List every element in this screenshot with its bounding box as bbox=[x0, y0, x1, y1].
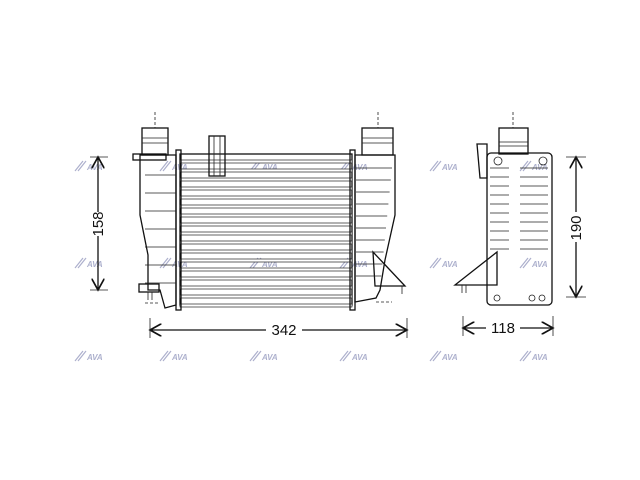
ava-watermark: AVA bbox=[159, 350, 188, 362]
ava-watermark: AVA bbox=[429, 350, 458, 362]
svg-text:AVA: AVA bbox=[351, 353, 368, 362]
ava-watermark: AVA bbox=[429, 257, 458, 269]
side-width-dimension: 118 bbox=[491, 320, 515, 337]
center-bracket bbox=[208, 135, 226, 177]
core-tube bbox=[179, 186, 353, 191]
core-tube bbox=[179, 177, 353, 182]
svg-text:AVA: AVA bbox=[531, 260, 548, 269]
side-pipe bbox=[498, 127, 529, 155]
svg-text:AVA: AVA bbox=[531, 353, 548, 362]
right-pipe bbox=[361, 127, 394, 156]
ava-watermark: AVA bbox=[339, 350, 368, 362]
ava-watermark: AVA bbox=[519, 160, 548, 172]
svg-text:AVA: AVA bbox=[261, 163, 278, 172]
side-view: 190 118 bbox=[453, 112, 586, 337]
core-tube bbox=[179, 294, 353, 299]
core-tube bbox=[179, 267, 353, 272]
core-tube bbox=[179, 303, 353, 308]
core-tube bbox=[179, 168, 353, 173]
core-fins bbox=[179, 153, 353, 306]
core-tube bbox=[179, 276, 353, 281]
ava-watermark: AVA bbox=[519, 257, 548, 269]
svg-text:AVA: AVA bbox=[86, 163, 103, 172]
ava-watermark: AVA bbox=[519, 350, 548, 362]
svg-text:AVA: AVA bbox=[261, 260, 278, 269]
svg-text:AVA: AVA bbox=[261, 353, 278, 362]
ava-watermark: AVA bbox=[74, 257, 103, 269]
core-tube bbox=[179, 240, 353, 245]
svg-text:AVA: AVA bbox=[441, 163, 458, 172]
left-pipe bbox=[141, 127, 169, 156]
core-tube bbox=[179, 222, 353, 227]
front-height-dimension: 158 bbox=[90, 211, 107, 236]
svg-text:AVA: AVA bbox=[441, 353, 458, 362]
ava-watermark: AVA bbox=[429, 160, 458, 172]
core-tube bbox=[179, 249, 353, 254]
svg-text:AVA: AVA bbox=[441, 260, 458, 269]
core-tube bbox=[179, 213, 353, 218]
core-tube bbox=[179, 195, 353, 200]
core-tube bbox=[179, 159, 353, 164]
ava-watermark: AVA bbox=[74, 350, 103, 362]
core-tube bbox=[179, 285, 353, 290]
core-tube bbox=[179, 204, 353, 209]
core-tube bbox=[179, 258, 353, 263]
right-tank bbox=[354, 154, 396, 303]
core-tube bbox=[179, 231, 353, 236]
ava-watermark: AVA bbox=[74, 160, 103, 172]
svg-text:AVA: AVA bbox=[86, 353, 103, 362]
svg-text:AVA: AVA bbox=[171, 353, 188, 362]
core-tubes bbox=[179, 159, 353, 308]
svg-text:AVA: AVA bbox=[86, 260, 103, 269]
front-width-dimension: 342 bbox=[271, 322, 296, 339]
side-height-dimension: 190 bbox=[568, 215, 585, 240]
svg-text:AVA: AVA bbox=[351, 260, 368, 269]
front-view: 158 342 bbox=[90, 112, 407, 339]
svg-text:AVA: AVA bbox=[531, 163, 548, 172]
side-body bbox=[486, 152, 553, 306]
ava-watermark: AVA bbox=[249, 350, 278, 362]
left-tank bbox=[139, 154, 177, 309]
svg-text:AVA: AVA bbox=[351, 163, 368, 172]
